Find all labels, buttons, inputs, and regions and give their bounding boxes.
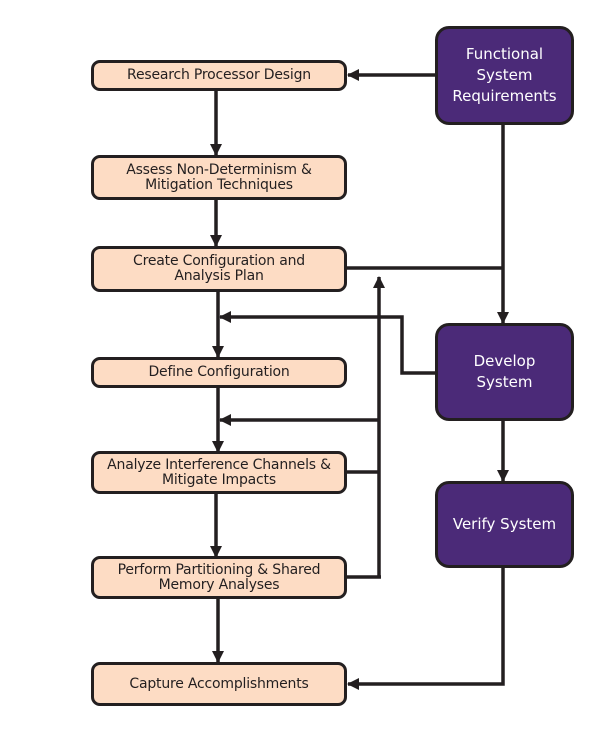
step-label: Perform Partitioning & Shared Memory Ana… — [117, 561, 321, 593]
arrow-verify-to-capture — [347, 567, 505, 690]
system-develop-system: Develop System — [435, 323, 574, 421]
step-assess-non-determinism: Assess Non-Determinism & Mitigation Tech… — [91, 155, 347, 200]
arrow-develop-to-define — [219, 311, 436, 375]
step-label: Define Configuration — [148, 364, 290, 380]
system-verify-system: Verify System — [435, 481, 574, 568]
step-label: Assess Non-Determinism & Mitigation Tech… — [126, 161, 312, 193]
system-functional-requirements: Functional System Requirements — [435, 26, 574, 125]
system-label: Verify System — [452, 515, 557, 533]
step-research-processor-design: Research Processor Design — [91, 60, 347, 91]
step-label: Research Processor Design — [127, 67, 311, 83]
step-label: Analyze Interference Channels & Mitigate… — [107, 456, 331, 488]
step-analyze-interference-channels: Analyze Interference Channels & Mitigate… — [91, 451, 347, 494]
step-perform-partitioning: Perform Partitioning & Shared Memory Ana… — [91, 556, 347, 599]
step-label: Capture Accomplishments — [129, 675, 309, 692]
step-create-configuration-plan: Create Configuration and Analysis Plan — [91, 246, 347, 292]
step-define-configuration: Define Configuration — [91, 357, 347, 388]
system-label: Functional System Requirements — [452, 45, 557, 105]
step-label: Create Configuration and Analysis Plan — [133, 253, 305, 284]
system-label: Develop System — [473, 352, 536, 391]
step-capture-accomplishments: Capture Accomplishments — [91, 662, 347, 706]
